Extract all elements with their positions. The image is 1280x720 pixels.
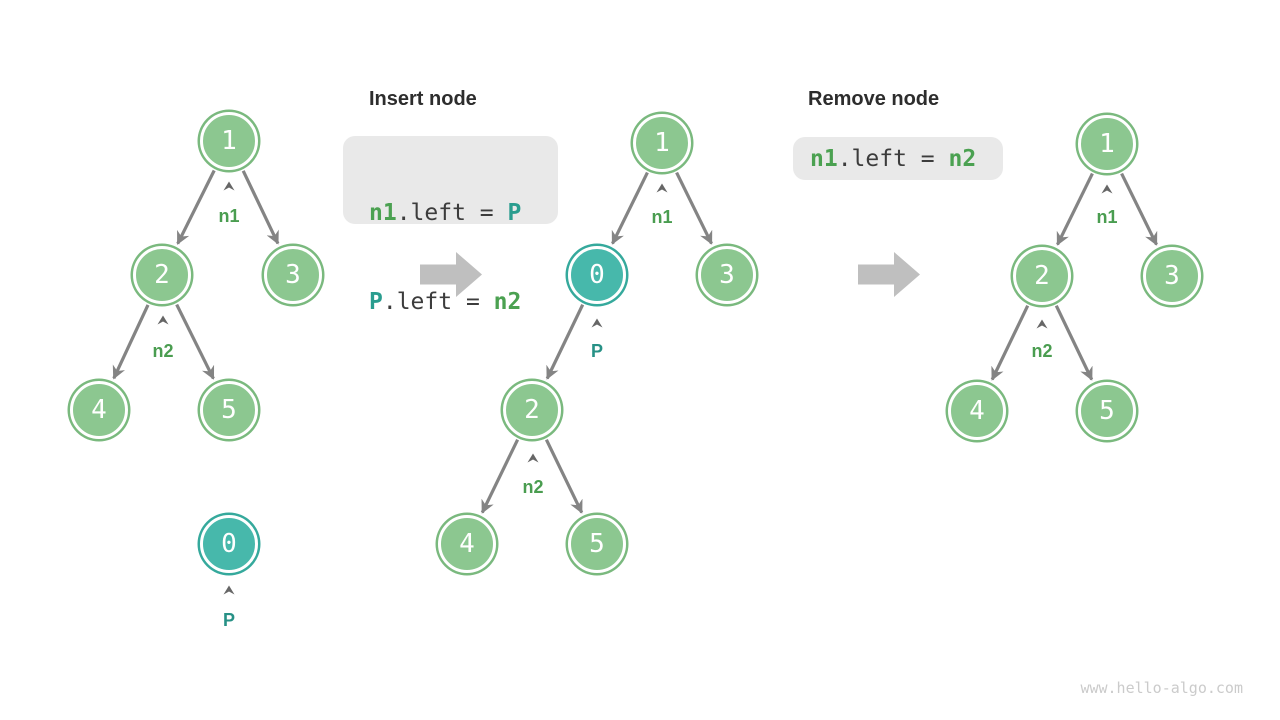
node-value: 5 (589, 529, 605, 559)
tree-edge (480, 439, 520, 514)
code-line: n1.left = n2 (810, 146, 976, 172)
tree-edge (175, 303, 215, 380)
code-token: P (369, 289, 383, 315)
node-value: 5 (221, 395, 237, 425)
tree-edge (112, 304, 150, 380)
tree-node-2: 2 (133, 246, 191, 304)
node-value: 5 (1099, 396, 1115, 426)
code-token: .left = (382, 289, 494, 315)
node-value: 1 (1099, 129, 1115, 159)
tree-edge (611, 171, 649, 245)
code-line: n1.left = P (369, 195, 558, 232)
tree-edge (241, 170, 280, 245)
code-token: .left = (837, 145, 949, 172)
insert-node-title: Insert node (369, 88, 477, 110)
code-token: n2 (948, 145, 977, 172)
code-token: n2 (493, 289, 522, 315)
node-value: 3 (285, 260, 301, 290)
tree-node-4: 4 (70, 381, 128, 439)
up-caret-icon (157, 315, 169, 325)
node-value: 2 (524, 395, 540, 425)
pointer-label-n2: n2 (152, 341, 174, 361)
pointer-label-p: P (590, 341, 604, 361)
pointer-label-n1: n1 (1096, 207, 1118, 227)
tree-node-0-detached: 0 (200, 515, 258, 573)
tree-node-1: 1 (633, 114, 691, 172)
node-value: 0 (221, 529, 237, 559)
node-value: 2 (1034, 261, 1050, 291)
pointer-label-n1: n1 (651, 207, 673, 227)
pointer-label-n2: n2 (522, 477, 544, 497)
tree-edge (545, 304, 585, 380)
watermark-url: www.hello-algo.com (1080, 679, 1243, 697)
tree-node-5: 5 (568, 515, 626, 573)
transition-arrow-icon (858, 252, 920, 297)
tree-edge (1056, 172, 1094, 246)
tree-edge (675, 171, 713, 245)
node-value: 0 (589, 260, 605, 290)
tree-edge (990, 305, 1030, 381)
node-value: 4 (91, 395, 107, 425)
code-token: n1 (369, 200, 397, 226)
up-caret-icon (527, 453, 539, 463)
tree-node-4: 4 (438, 515, 496, 573)
node-value: 3 (1164, 261, 1180, 291)
tree-node-3: 3 (1143, 247, 1201, 305)
tree-node-5: 5 (200, 381, 258, 439)
up-caret-icon (656, 183, 668, 193)
tree-node-5: 5 (1078, 382, 1136, 440)
up-caret-icon (1101, 184, 1113, 194)
code-token: P (507, 200, 522, 226)
up-caret-icon (223, 585, 235, 595)
tree-edge (544, 439, 584, 514)
node-value: 1 (221, 126, 237, 156)
code-token: .left = (396, 200, 508, 226)
node-value: 3 (719, 260, 735, 290)
up-caret-icon (1036, 319, 1048, 329)
node-value: 2 (154, 260, 170, 290)
code-token: n1 (810, 145, 838, 172)
tree-edge (176, 169, 216, 245)
tree-node-3: 3 (264, 246, 322, 304)
transition-arrow-icon (420, 252, 482, 297)
remove-node-title: Remove node (808, 88, 940, 110)
node-value: 4 (969, 396, 985, 426)
tree-node-1: 1 (1078, 115, 1136, 173)
tree-node-2: 2 (503, 381, 561, 439)
pointer-label-n2: n2 (1031, 341, 1053, 361)
insert-code-box: n1.left = P P.left = n2 (343, 136, 558, 315)
node-value: 1 (654, 128, 670, 158)
tree-node-4: 4 (948, 382, 1006, 440)
tree-node-1: 1 (200, 112, 258, 170)
up-caret-icon (223, 181, 235, 191)
tree-node-3: 3 (698, 246, 756, 304)
tree-node-2: 2 (1013, 247, 1071, 305)
node-value: 4 (459, 529, 475, 559)
tree-edge (1054, 305, 1094, 381)
code-line: P.left = n2 (369, 284, 558, 321)
pointer-label-p: P (222, 610, 236, 630)
pointer-label-n1: n1 (218, 206, 240, 226)
up-caret-icon (591, 318, 603, 328)
remove-code-box: n1.left = n2 (793, 137, 1003, 180)
tree-edge (1120, 172, 1158, 246)
tree-node-0-inserted: 0 (568, 246, 626, 304)
